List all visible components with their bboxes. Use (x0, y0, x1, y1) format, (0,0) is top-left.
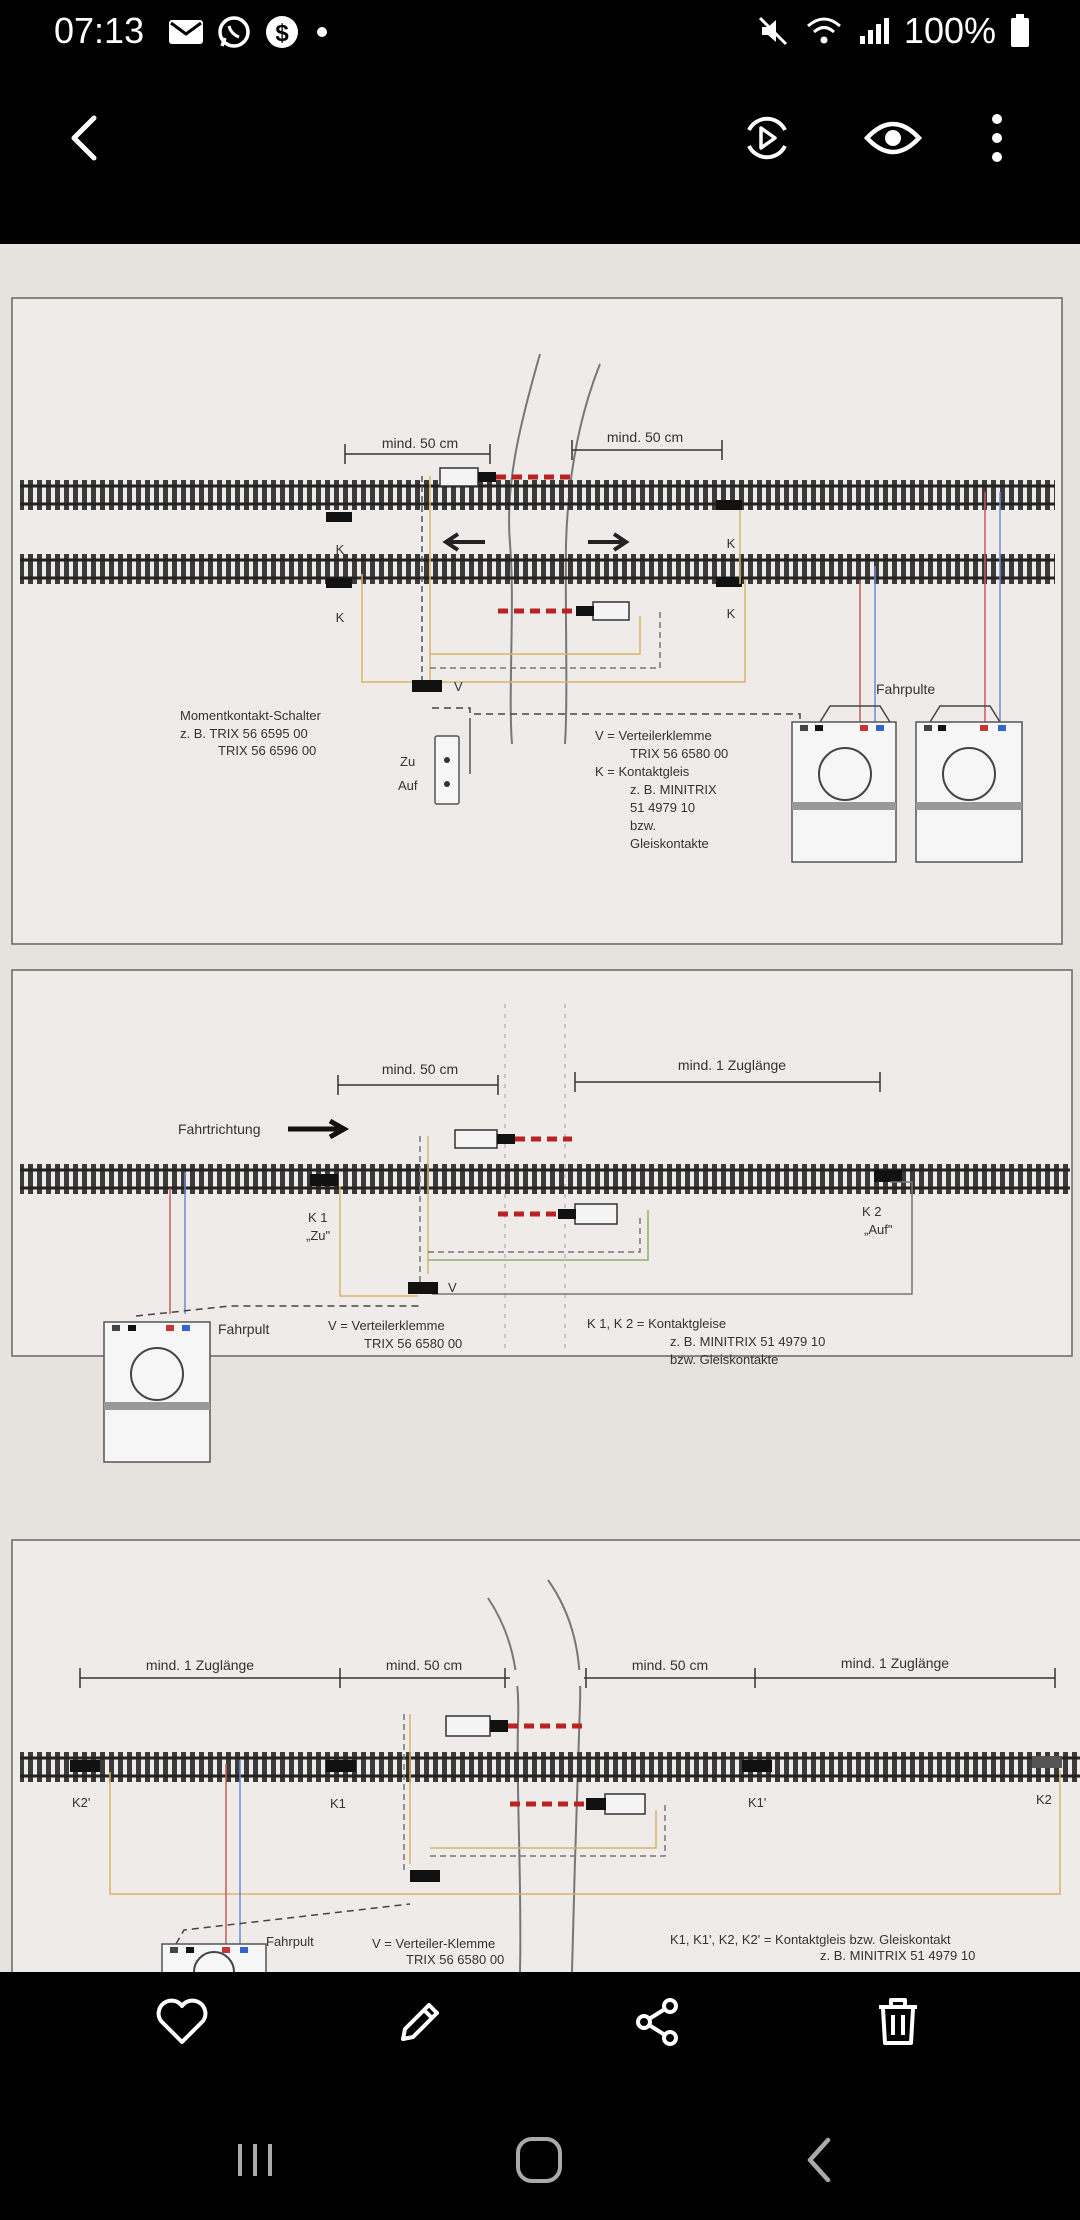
visibility-button[interactable] (858, 106, 928, 170)
more-options-button[interactable] (975, 106, 1019, 170)
pencil-icon (401, 2003, 439, 2041)
p3-k2-right: K2 (1036, 1792, 1052, 1807)
p1-zu: Zu (400, 754, 415, 769)
p1-k-c: K (336, 610, 345, 625)
nav-back-button[interactable] (784, 2130, 854, 2190)
chevron-left-icon (71, 115, 97, 161)
p2-legend-k3: bzw. Gleiskontakte (670, 1352, 778, 1367)
p2-legend-v1: V = Verteilerklemme (328, 1318, 445, 1333)
p1-k-b: K (727, 536, 736, 551)
p1-controllers: Fahrpulte (876, 681, 935, 697)
p3-dist-3: mind. 50 cm (632, 1657, 708, 1673)
eye-icon (863, 121, 923, 155)
p1-controller-1 (791, 721, 897, 863)
p1-legend-k4: bzw. (630, 818, 656, 833)
p3-k1-right: K1' (748, 1795, 766, 1810)
p1-dist-right: mind. 50 cm (607, 429, 683, 445)
p3-controller (161, 1943, 267, 1972)
p2-controller (103, 1321, 211, 1463)
battery-percent: 100% (903, 10, 996, 51)
notification-icons: $ (168, 14, 332, 50)
p3-k1-left: K1 (330, 1796, 346, 1811)
photo-viewer[interactable]: mind. 50 cm mind. 50 cm K K K K (0, 244, 1080, 1972)
p1-k-d: K (727, 606, 736, 621)
p1-auf: Auf (398, 778, 418, 793)
panel-2: mind. 50 cm mind. 1 Zuglänge Fahrtrichtu… (11, 969, 1073, 1463)
p3-dist-1: mind. 1 Zuglänge (146, 1657, 254, 1673)
mute-icon (758, 16, 787, 46)
panel-1: mind. 50 cm mind. 50 cm K K K K (11, 297, 1063, 945)
home-button[interactable] (504, 2130, 574, 2190)
system-nav-bar (0, 2120, 1080, 2200)
photo-diagram: mind. 50 cm mind. 50 cm K K K K (0, 244, 1080, 1972)
p1-legend-v2: TRIX 56 6580 00 (630, 746, 728, 761)
status-bar: 07:13 $ 100% (0, 0, 1080, 64)
wifi-icon (806, 17, 841, 44)
more-vertical-icon (992, 114, 1002, 162)
status-time: 07:13 (54, 10, 145, 51)
back-icon (807, 2137, 831, 2183)
p1-legend-k1: K = Kontaktgleis (595, 764, 690, 779)
p3-legend-k1: K1, K1', K2, K2' = Kontaktgleis bzw. Gle… (670, 1932, 951, 1947)
share-icon (636, 1998, 678, 2046)
p2-dist-right: mind. 1 Zuglänge (678, 1057, 786, 1073)
p1-k-a: K (336, 542, 345, 557)
p2-controller-label: Fahrpult (218, 1321, 269, 1337)
bottom-action-bar (0, 1972, 1080, 2068)
share-button[interactable] (625, 1992, 689, 2052)
svg-text:$: $ (275, 20, 289, 47)
p1-legend-k3: 51 4979 10 (630, 800, 695, 815)
p3-k2-left: K2' (72, 1795, 90, 1810)
p3-legend-k2: z. B. MINITRIX 51 4979 10 (820, 1948, 975, 1963)
panel-3: mind. 1 Zuglänge mind. 50 cm mind. 50 cm… (11, 1539, 1080, 1972)
recents-button[interactable] (220, 2130, 290, 2190)
p1-legend-k2: z. B. MINITRIX (630, 782, 717, 797)
p3-legend-v2: TRIX 56 6580 00 (406, 1952, 504, 1967)
p2-dist-left: mind. 50 cm (382, 1061, 458, 1077)
p1-switch-1: Momentkontakt-Schalter (180, 708, 322, 723)
p2-legend-k2: z. B. MINITRIX 51 4979 10 (670, 1334, 825, 1349)
signal-icon (859, 18, 889, 44)
p2-legend-k1: K 1, K 2 = Kontaktgleise (587, 1316, 726, 1331)
p3-dist-2: mind. 50 cm (386, 1657, 462, 1673)
p3-dist-4: mind. 1 Zuglänge (841, 1655, 949, 1671)
edit-button[interactable] (388, 1992, 452, 2052)
p1-switch-3: TRIX 56 6596 00 (218, 743, 316, 758)
trash-icon (879, 1998, 917, 2045)
p1-controller-2 (915, 721, 1023, 863)
p2-legend-v2: TRIX 56 6580 00 (364, 1336, 462, 1351)
heart-icon (156, 1998, 208, 2044)
delete-button[interactable] (866, 1992, 930, 2052)
mail-icon (169, 20, 203, 44)
p1-switch-2: z. B. TRIX 56 6595 00 (180, 726, 308, 741)
dollar-app-icon: $ (266, 16, 298, 48)
whatsapp-icon (218, 16, 250, 48)
p1-legend-k5: Gleiskontakte (630, 836, 709, 851)
home-icon (516, 2137, 562, 2183)
p2-k2-sub: „Auf" (864, 1222, 893, 1237)
dot-icon (317, 27, 327, 37)
p3-controller-label: Fahrpult (266, 1934, 314, 1949)
favorite-button[interactable] (150, 1992, 214, 2052)
p2-k2: K 2 (862, 1204, 882, 1219)
p2-v-label: V (448, 1280, 457, 1295)
status-right: 100% (756, 10, 1030, 52)
p1-legend-v1: V = Verteilerklemme (595, 728, 712, 743)
battery-icon (1011, 14, 1029, 47)
recents-icon (238, 2144, 272, 2176)
p1-v-label: V (454, 679, 463, 694)
p2-k1-sub: „Zu" (306, 1228, 331, 1243)
p2-direction: Fahrtrichtung (178, 1121, 260, 1137)
remaster-icon (747, 116, 787, 160)
p1-dist-left: mind. 50 cm (382, 435, 458, 451)
p3-legend-v1: V = Verteiler-Klemme (372, 1936, 495, 1951)
remaster-button[interactable] (735, 106, 799, 170)
p2-k1: K 1 (308, 1210, 328, 1225)
viewer-top-bar (0, 90, 1080, 186)
back-button[interactable] (56, 110, 112, 166)
